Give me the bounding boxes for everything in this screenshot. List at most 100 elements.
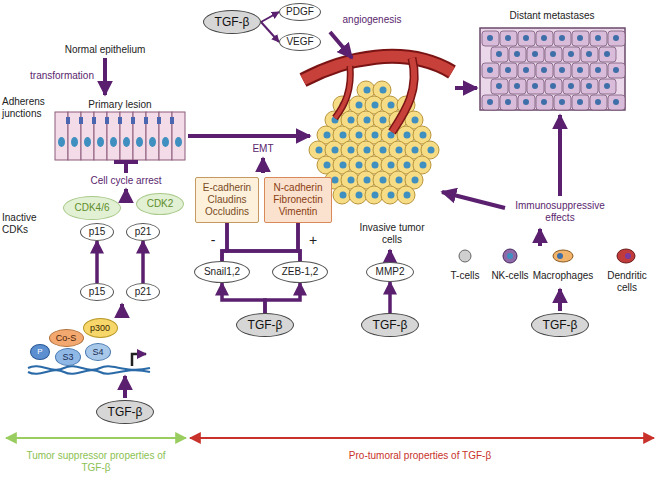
metastatic-cell bbox=[563, 79, 580, 94]
smad-oval: S3 bbox=[55, 348, 81, 366]
layout-arrows bbox=[105, 32, 560, 398]
cell-nucleus bbox=[550, 83, 556, 89]
metastatic-cell bbox=[536, 95, 553, 110]
node-label: S3 bbox=[62, 352, 73, 363]
mesenchymal-marker-box: N-cadherin Fibronectin Vimentin bbox=[264, 177, 332, 223]
node-label: p21 bbox=[135, 226, 152, 238]
cell-nucleus bbox=[324, 162, 331, 169]
tgf-beta-oval: TGF-β bbox=[236, 313, 294, 337]
node-label: PDGF bbox=[286, 6, 314, 18]
process-label: Immunosuppressive effects bbox=[504, 200, 616, 224]
suppressor-range bbox=[6, 437, 186, 439]
metastatic-cell bbox=[545, 79, 562, 94]
cell-nucleus bbox=[505, 99, 511, 105]
cell-nucleus bbox=[380, 147, 387, 154]
connector-arrow bbox=[388, 282, 392, 313]
transcription-factor-oval: ZEB-1,2 bbox=[272, 261, 328, 283]
cell-nucleus bbox=[523, 67, 529, 73]
cell-nucleus bbox=[388, 102, 395, 109]
cell-nucleus bbox=[364, 147, 371, 154]
protumoral-range bbox=[190, 437, 654, 439]
metastatic-cell bbox=[554, 31, 571, 46]
inhibitor-oval: p21 bbox=[126, 223, 160, 241]
node-label: Snail1,2 bbox=[204, 266, 240, 278]
metastatic-cell bbox=[482, 63, 499, 78]
metastatic-cell bbox=[554, 63, 571, 78]
connector-arrow bbox=[222, 223, 298, 261]
metastatic-cell bbox=[536, 63, 553, 78]
metastatic-cell bbox=[599, 79, 616, 94]
node-text-group: CDK2 bbox=[147, 198, 174, 210]
node-text-group: TGF-β bbox=[248, 318, 283, 332]
process-label: EMT bbox=[252, 143, 273, 155]
adherens-junction bbox=[92, 117, 96, 124]
cell-nucleus bbox=[568, 83, 574, 89]
cell-nucleus bbox=[364, 177, 371, 184]
connector-arrow bbox=[265, 283, 300, 313]
metastatic-cell bbox=[500, 63, 517, 78]
node-label: VEGF bbox=[286, 36, 313, 48]
connector-arrow bbox=[141, 241, 145, 283]
cell-nucleus bbox=[324, 132, 331, 139]
cell-nucleus bbox=[613, 99, 619, 105]
metastatic-cell bbox=[509, 47, 526, 62]
cell-nucleus bbox=[388, 192, 395, 199]
cell-nucleus bbox=[136, 137, 143, 147]
cell-nucleus bbox=[550, 51, 556, 57]
node-text-group: TGF-β bbox=[215, 15, 250, 29]
node-text-group: Snail1,2 bbox=[204, 266, 240, 278]
metastatic-cell bbox=[527, 47, 544, 62]
blood-vessel bbox=[303, 56, 452, 132]
metastatic-cell bbox=[491, 47, 508, 62]
cell-nucleus bbox=[613, 67, 619, 73]
node-text-group: P bbox=[37, 347, 42, 357]
cell-nucleus bbox=[364, 117, 371, 124]
node-label: CDK4/6 bbox=[74, 202, 109, 214]
node-label: p300 bbox=[90, 323, 110, 334]
tgf-beta-oval: TGF-β bbox=[203, 10, 261, 34]
cell-nucleus bbox=[586, 83, 592, 89]
metastatic-cell bbox=[608, 95, 625, 110]
metastatic-cell bbox=[482, 31, 499, 46]
metastatic-cell bbox=[545, 47, 562, 62]
transcription-factor-oval: Snail1,2 bbox=[194, 261, 250, 283]
cell-nucleus bbox=[162, 137, 169, 147]
cell-nucleus bbox=[356, 102, 363, 109]
tgf-beta-oval: TGF-β bbox=[96, 400, 154, 424]
cdk-oval: CDK4/6 bbox=[63, 196, 121, 220]
cell-nucleus bbox=[568, 51, 574, 57]
cell-nucleus bbox=[372, 162, 379, 169]
cell-nucleus bbox=[523, 35, 529, 41]
cell-nucleus bbox=[110, 137, 117, 147]
metastatic-cell bbox=[590, 95, 607, 110]
cell-nucleus bbox=[348, 147, 355, 154]
metastatic-cell bbox=[500, 95, 517, 110]
connector-arrow bbox=[261, 12, 279, 22]
metastatic-cell bbox=[518, 31, 535, 46]
node-text-group: p15 bbox=[89, 226, 106, 238]
cell-nucleus bbox=[372, 102, 379, 109]
stage-label: Primary lesion bbox=[88, 99, 151, 111]
cell-nucleus bbox=[577, 99, 583, 105]
tumor-cell bbox=[333, 186, 351, 204]
adherens-junction bbox=[105, 117, 109, 124]
node-text-group: TGF-β bbox=[108, 405, 143, 419]
cell-nucleus bbox=[356, 192, 363, 199]
metastatic-cell bbox=[572, 63, 589, 78]
factor-oval: VEGF bbox=[279, 33, 321, 51]
metastatic-cell bbox=[509, 79, 526, 94]
cell-nucleus bbox=[71, 137, 78, 147]
range-label: Pro-tumoral properties of TGF-β bbox=[335, 450, 505, 462]
phosphate-oval: P bbox=[30, 344, 50, 360]
node-label: P bbox=[37, 347, 42, 357]
metastatic-cell bbox=[518, 63, 535, 78]
smad-oval: S4 bbox=[85, 343, 111, 361]
cell-nucleus bbox=[412, 117, 419, 124]
node-text-group: N-cadherin Fibronectin Vimentin bbox=[268, 182, 328, 218]
cell-nucleus bbox=[541, 67, 547, 73]
inhibitor-oval: p15 bbox=[80, 223, 114, 241]
cell-nucleus bbox=[496, 51, 502, 57]
connector-arrow bbox=[261, 22, 279, 42]
cell-nucleus bbox=[340, 162, 347, 169]
